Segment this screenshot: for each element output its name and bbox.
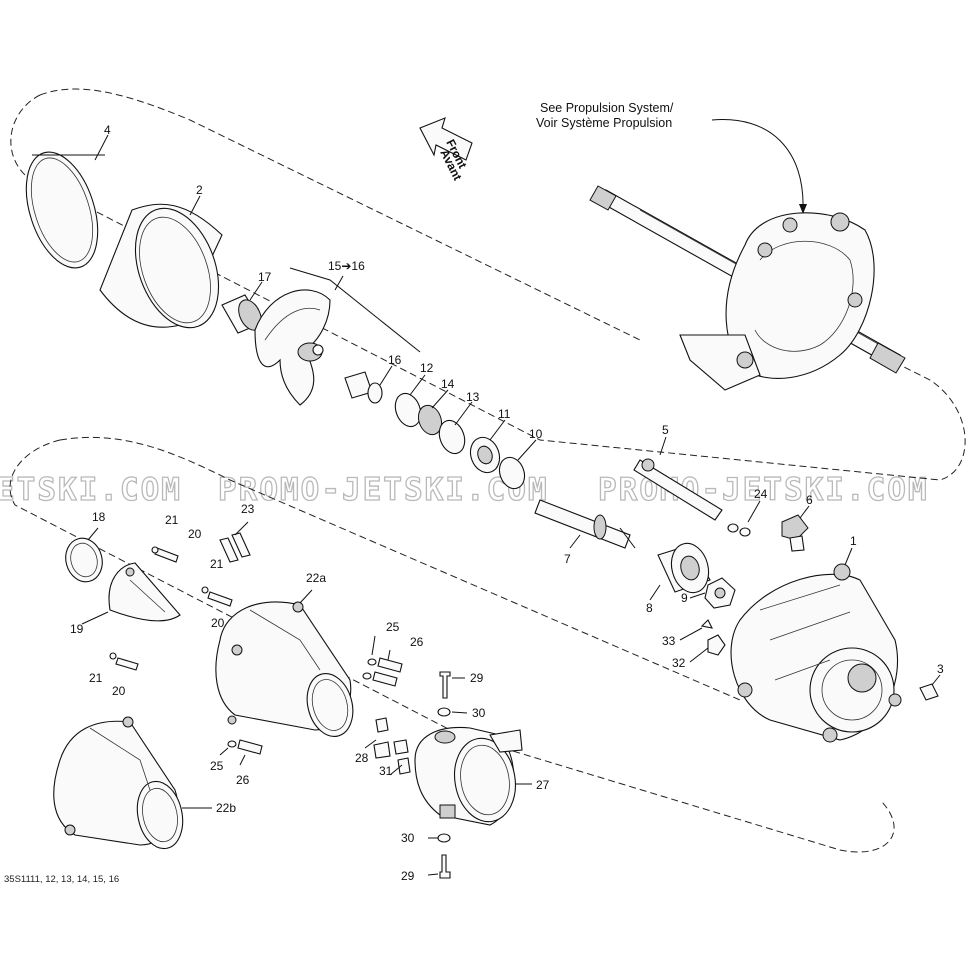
callout-30-top: 30 (472, 706, 486, 720)
callout-25-top: 25 (386, 620, 400, 634)
callout-16: 16 (388, 353, 402, 367)
callout-22b: 22b (216, 801, 236, 815)
o-ring-10 (498, 456, 526, 490)
callout-27: 27 (536, 778, 550, 792)
o-ring-13 (438, 419, 466, 455)
callout-14: 14 (441, 377, 455, 391)
watermark-left: ETSKI.COM (0, 472, 182, 508)
bolt-29-30-bottom (437, 833, 451, 879)
callout-20-low: 20 (112, 684, 126, 698)
callout-labels: 4 2 17 15➔16 16 12 14 13 11 10 5 6 24 7 … (70, 123, 944, 883)
bearing-8 (657, 542, 711, 594)
front-direction-arrow: Front Avant (419, 117, 473, 183)
callout-21-low: 21 (89, 671, 103, 685)
bolt-29-30-top (437, 671, 451, 717)
callout-12: 12 (420, 361, 434, 375)
nozzle-22b (53, 716, 184, 850)
o-rings-18 (65, 537, 103, 583)
callout-23: 23 (241, 502, 255, 516)
callout-8: 8 (646, 601, 653, 615)
cap-3 (919, 683, 939, 701)
callout-7: 7 (564, 552, 571, 566)
callout-29-top: 29 (470, 671, 484, 685)
callout-28: 28 (355, 751, 369, 765)
nozzle-screws-23 (219, 532, 251, 563)
callout-3: 3 (937, 662, 944, 676)
leader-lines (81, 134, 941, 876)
callout-19: 19 (70, 622, 84, 636)
callout-31: 31 (379, 764, 393, 778)
impeller-shaft (534, 499, 636, 549)
phantom-outline-lower (9, 436, 895, 853)
impeller (254, 289, 331, 406)
callout-24: 24 (754, 487, 768, 501)
callout-33: 33 (662, 634, 676, 648)
pump-housing (730, 563, 902, 743)
callout-29-low: 29 (401, 869, 415, 883)
reference-line-1: See Propulsion System/ (540, 101, 674, 115)
callout-32: 32 (672, 656, 686, 670)
callout-21-mid: 21 (210, 557, 224, 571)
callout-17: 17 (258, 270, 272, 284)
callout-26-low: 26 (236, 773, 250, 787)
callout-30-low: 30 (401, 831, 415, 845)
callout-10: 10 (529, 427, 543, 441)
shaft-parts-row (344, 371, 526, 490)
circlip-12 (394, 392, 422, 428)
callout-20-top: 20 (188, 527, 202, 541)
callout-21-top: 21 (165, 513, 179, 527)
reference-line-2: Voir Système Propulsion (536, 116, 672, 130)
figure-code: 35S1111, 12, 13, 14, 15, 16 (4, 874, 119, 885)
callout-15-16: 15➔16 (328, 259, 365, 273)
impeller-cone (221, 294, 263, 334)
wear-ring (99, 203, 223, 329)
screw-33-and-washer-32 (700, 619, 726, 656)
seal-14 (417, 404, 443, 436)
reference-note: See Propulsion System/ Voir Système Prop… (536, 101, 807, 214)
callout-2: 2 (196, 183, 203, 197)
watermark: ETSKI.COM PROMO-JETSKI.COM PROMO-JETSKI.… (0, 471, 927, 508)
callout-6: 6 (806, 493, 813, 507)
callout-5: 5 (662, 423, 669, 437)
screws-25-26 (227, 657, 403, 755)
screws-20-21 (109, 546, 233, 671)
callout-13: 13 (466, 390, 480, 404)
steering-nozzle-27 (414, 726, 523, 826)
bushings-28-31 (373, 717, 411, 775)
anode-part (633, 458, 723, 521)
o-ring-16 (367, 382, 383, 404)
venturi-cone-19 (108, 562, 181, 622)
drain-plug-6 (781, 514, 809, 552)
nut-9 (704, 577, 736, 609)
callout-25-low: 25 (210, 759, 224, 773)
callout-20-mid: 20 (211, 616, 225, 630)
callout-22a: 22a (306, 571, 326, 585)
callout-26-top: 26 (410, 635, 424, 649)
wear-ring-seal (25, 151, 105, 269)
phantom-outline-upper (10, 88, 966, 481)
callout-11: 11 (498, 407, 511, 421)
drive-shaft-assembly (589, 185, 906, 391)
watermark-center: PROMO-JETSKI.COM (218, 472, 549, 508)
callout-4: 4 (104, 123, 111, 137)
callout-18: 18 (92, 510, 106, 524)
callout-9: 9 (681, 591, 688, 605)
nozzle-22a (215, 601, 354, 737)
washers-24 (727, 523, 751, 537)
callout-1: 1 (850, 534, 857, 548)
